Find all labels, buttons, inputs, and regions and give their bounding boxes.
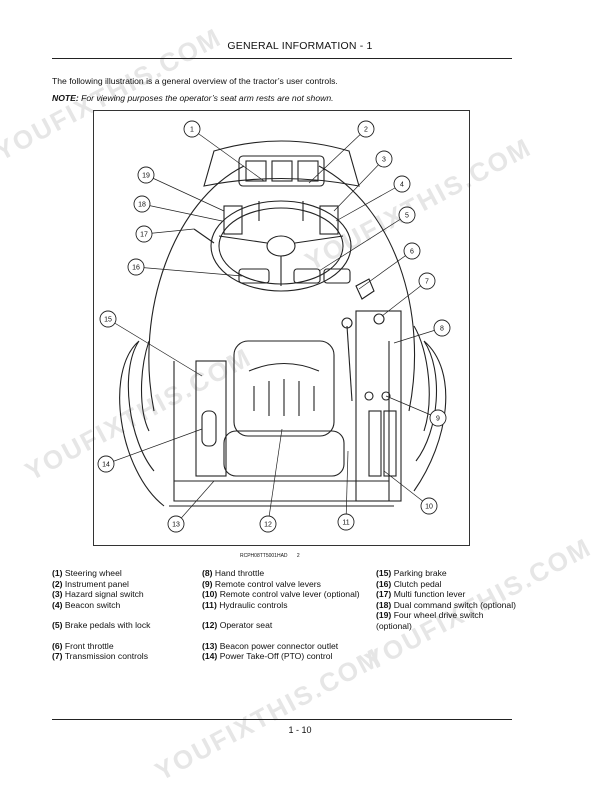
callout-13: 13 (172, 522, 180, 529)
legend-item: (8) Hand throttle (202, 568, 265, 578)
legend-item: (1) Steering wheel (52, 568, 122, 578)
note-body: For viewing purposes the operator’s seat… (81, 93, 334, 103)
legend-item: (10) Remote control valve lever (optiona… (202, 589, 360, 599)
note-text: NOTE: For viewing purposes the operator’… (52, 93, 334, 103)
callout-18: 18 (138, 202, 146, 209)
tractor-controls-illustration: 1 2 3 4 5 6 7 8 9 10 11 12 13 14 15 16 1… (97, 120, 451, 533)
callout-7: 7 (425, 279, 429, 286)
legend-item: (19) Four wheel drive switch (optional) (376, 610, 484, 631)
legend-item: (11) Hydraulic controls (202, 599, 288, 610)
legend-item: (3) Hazard signal switch (52, 589, 144, 599)
callout-14: 14 (102, 462, 110, 469)
callout-16: 16 (132, 265, 140, 272)
legend-item: (16) Clutch pedal (376, 578, 442, 589)
legend-item: (15) Parking brake (376, 568, 447, 578)
figure-reference: RCPH08TT5001HAD 2 (240, 553, 300, 559)
figure-frame: 1 2 3 4 5 6 7 8 9 10 11 12 13 14 15 16 1… (93, 110, 470, 546)
callout-15: 15 (104, 317, 112, 324)
legend-col-1: (1) Steering wheel (2) Instrument panel … (52, 568, 197, 662)
callout-2: 2 (364, 127, 368, 134)
watermark-text: YOUFIXTHIS.COM (150, 641, 387, 787)
figure-reference-code: RCPH08TT5001HAD (240, 553, 288, 559)
legend-col-2: (8) Hand throttle (9) Remote control val… (202, 568, 374, 662)
callout-9: 9 (436, 416, 440, 423)
legend-item: (13) Beacon power connector outlet (202, 640, 339, 651)
figure-reference-number: 2 (296, 553, 300, 559)
legend-item: (6) Front throttle (52, 640, 114, 651)
intro-text: The following illustration is a general … (52, 76, 338, 86)
legend-item: (12) Operator seat (202, 620, 273, 630)
callout-12: 12 (264, 522, 272, 529)
page-number: 1 - 10 (288, 725, 312, 735)
legend-item: (4) Beacon switch (52, 599, 121, 610)
callout-10: 10 (425, 504, 433, 511)
legend-item: (2) Instrument panel (52, 578, 129, 589)
footer-rule (52, 719, 512, 720)
page-header: GENERAL INFORMATION - 1 (227, 40, 373, 52)
callout-19: 19 (142, 173, 150, 180)
callout-8: 8 (440, 326, 444, 333)
callout-17: 17 (140, 232, 148, 239)
callout-4: 4 (400, 182, 404, 189)
legend-item: (17) Multi function lever (376, 589, 466, 599)
legend-item: (5) Brake pedals with lock (52, 620, 151, 630)
callout-6: 6 (410, 249, 414, 256)
note-label: NOTE: (52, 93, 79, 103)
legend-col-3: (15) Parking brake (16) Clutch pedal (17… (376, 568, 516, 631)
callout-11: 11 (342, 520, 349, 527)
legend-item: (7) Transmission controls (52, 651, 149, 661)
legend-item: (9) Remote control valve levers (202, 578, 321, 589)
callout-1: 1 (190, 127, 194, 134)
callout-3: 3 (382, 157, 386, 164)
header-rule (52, 58, 512, 59)
callout-5: 5 (405, 213, 409, 220)
legend-item: (14) Power Take-Off (PTO) control (202, 651, 333, 661)
legend-item: (18) Dual command switch (optional) (376, 599, 516, 610)
